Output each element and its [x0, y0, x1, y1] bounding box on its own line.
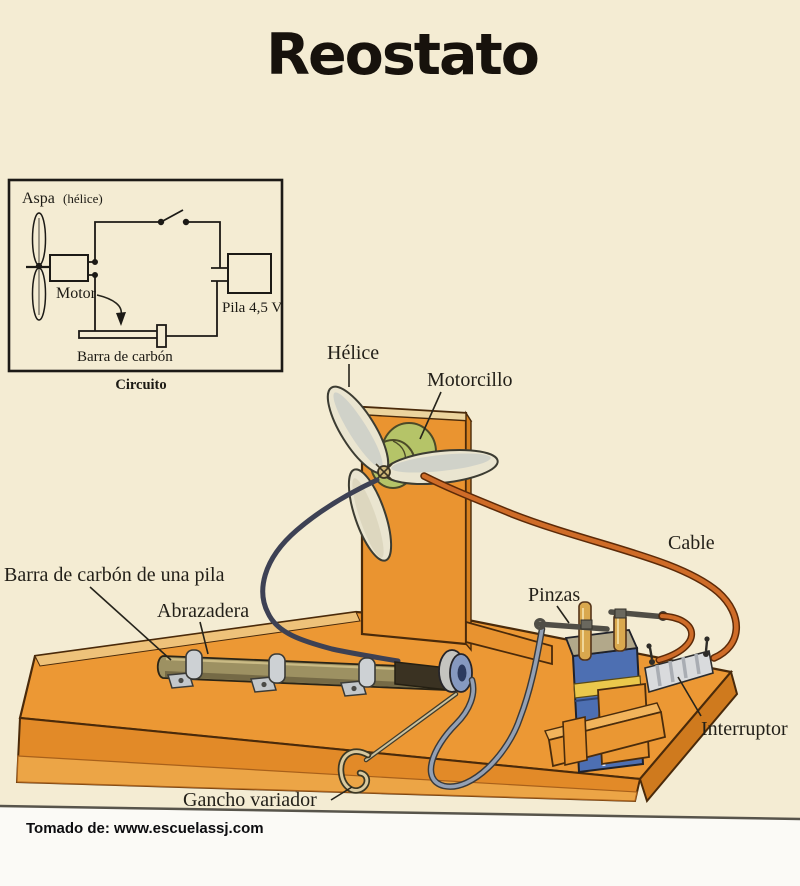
leader-lines [89, 364, 702, 801]
upright-foot-block [465, 620, 553, 666]
clamp-abrazadera-3 [340, 657, 376, 697]
circuit-label-aspa-detail: (hélice) [63, 191, 103, 206]
circuit-battery-box [227, 253, 272, 294]
hook-rod [363, 691, 459, 763]
circuit-inset-border [7, 178, 284, 373]
circuit-propeller-symbol [26, 212, 50, 321]
label-gancho: Gancho variador [183, 789, 317, 811]
battery-wire-grey [427, 625, 546, 790]
label-motorcillo: Motorcillo [427, 369, 513, 391]
label-abrazadera: Abrazadera [157, 600, 249, 622]
circuit-wires [88, 209, 228, 337]
circuit-pointer-arrow [96, 294, 126, 326]
bar-end-disc [438, 649, 473, 693]
label-helice: Hélice [327, 342, 379, 364]
circuit-motor-box [49, 254, 89, 282]
circuit-inset: Aspa (hélice) Motor Pila 4,5 V Barra de … [7, 178, 284, 393]
propeller [326, 385, 499, 562]
label-cable: Cable [668, 532, 715, 554]
circuit-label-pila: Pila 4,5 V [222, 300, 282, 316]
circuit-label-barra: Barra de carbón [77, 349, 173, 365]
switch [644, 636, 714, 694]
battery-terminals [578, 601, 627, 661]
cable-main-orange [420, 472, 740, 662]
label-interruptor: Interruptor [701, 718, 788, 740]
page-edge-line [0, 804, 800, 821]
circuit-label-motor: Motor [56, 285, 97, 302]
clamp-abrazadera-2 [250, 653, 286, 693]
circuit-carbon-bar-symbol [78, 324, 167, 348]
label-pinzas: Pinzas [528, 584, 580, 606]
motor-wire-dark [260, 477, 401, 664]
label-barra-carbon: Barra de carbón de una pila [4, 564, 225, 586]
clip-pinza-left [534, 618, 610, 632]
clamp-abrazadera-1 [167, 649, 203, 689]
propeller-hub [375, 463, 393, 481]
cable-short-orange [655, 612, 695, 664]
source-credit: Tomado de: www.escuelassj.com [26, 820, 264, 837]
circuit-label-aspa: Aspa [22, 190, 55, 207]
wood-support-blocks [544, 682, 667, 768]
page-title: Reostato [266, 22, 538, 88]
page-bottom-margin [0, 804, 800, 886]
circuit-caption: Circuito [115, 377, 166, 393]
